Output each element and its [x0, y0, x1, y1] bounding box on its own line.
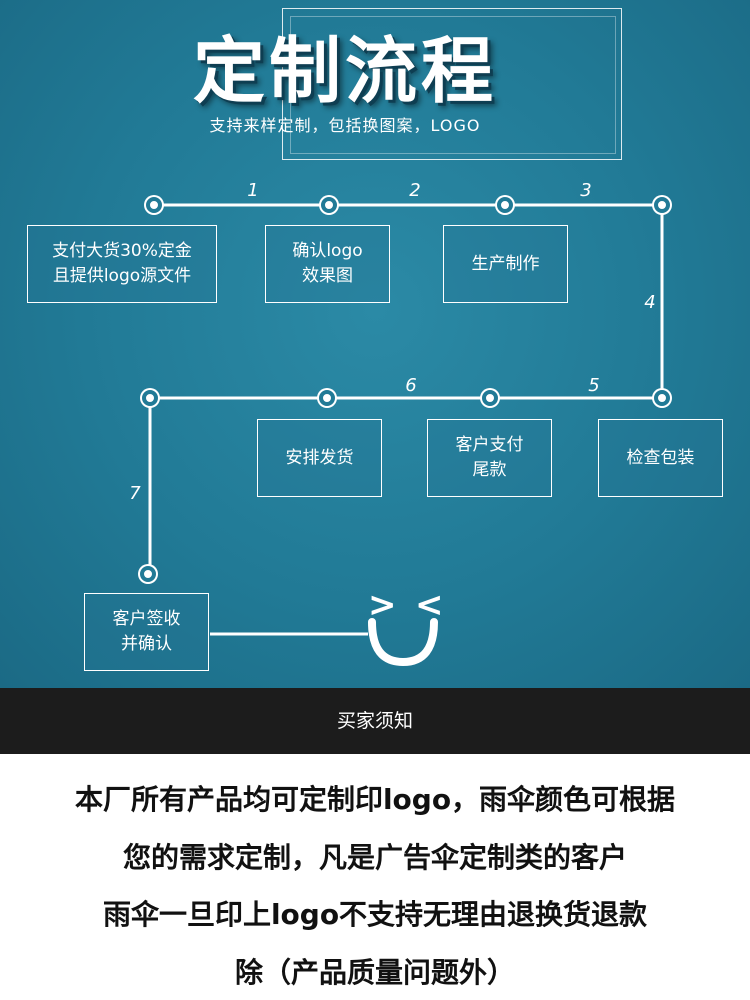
step-number-7: 7	[129, 483, 141, 504]
smiley-mouth	[368, 618, 438, 667]
step-node-5	[654, 390, 670, 406]
page-title: 定制流程	[192, 29, 497, 113]
step-box-receipt-confirm-line1: 客户签收	[112, 609, 181, 629]
notice-line-3: 雨伞一旦印上logo不支持无理由退换货退款	[102, 898, 648, 931]
title-frame-inner	[290, 16, 616, 154]
step-box-final-payment-line2: 尾款	[472, 460, 507, 480]
step-box-deposit-line1: 支付大货30%定金	[52, 241, 192, 261]
step-box-deposit-line2: 且提供logo源文件	[52, 266, 192, 286]
notice-line-1: 本厂所有产品均可定制印logo，雨伞颜色可根据	[74, 783, 676, 816]
step-box-receipt-confirm: 客户签收 并确认	[84, 593, 209, 671]
step-box-confirm-logo: 确认logo 效果图	[265, 225, 390, 303]
step-box-receipt-confirm-line2: 并确认	[121, 634, 172, 654]
step-node-1	[146, 197, 162, 213]
buyer-notice-title: 买家须知	[0, 688, 750, 754]
step-node-9	[140, 566, 156, 582]
step-box-confirm-logo-line1: 确认logo	[292, 241, 363, 261]
step-number-1: 1	[247, 180, 259, 201]
step-number-2: 2	[409, 180, 421, 201]
step-box-shipping: 安排发货	[257, 419, 382, 497]
step-box-production-label: 生产制作	[471, 253, 540, 274]
step-box-production: 生产制作	[443, 225, 568, 303]
step-box-final-payment: 客户支付 尾款	[427, 419, 552, 497]
step-number-5: 5	[588, 375, 600, 396]
step-box-shipping-label: 安排发货	[285, 447, 354, 468]
page-subtitle: 支持来样定制，包括换图案，LOGO	[209, 116, 481, 135]
process-section: 定制流程 支持来样定制，包括换图案，LOGO 1 2 3 4 5 6 7 支付大…	[0, 0, 750, 688]
step-node-8	[142, 390, 158, 406]
step-node-4	[654, 197, 670, 213]
step-node-7	[319, 390, 335, 406]
title-frame-outer	[282, 8, 622, 160]
step-number-6: 6	[405, 375, 417, 396]
smiley-right-eye-icon: <	[415, 585, 444, 625]
step-box-deposit: 支付大货30%定金 且提供logo源文件	[27, 225, 217, 303]
step-box-final-payment-line1: 客户支付	[455, 435, 524, 455]
step-node-6	[482, 390, 498, 406]
step-number-4: 4	[644, 292, 656, 313]
step-node-2	[321, 197, 337, 213]
process-connector-lines	[0, 0, 750, 688]
notice-line-2: 您的需求定制，凡是广告伞定制类的客户	[122, 841, 627, 874]
step-box-inspect-pack-label: 检查包装	[626, 447, 695, 468]
notice-line-4: 除（产品质量问题外）	[234, 956, 515, 989]
step-number-3: 3	[580, 180, 592, 201]
smiley-left-eye-icon: >	[368, 585, 397, 625]
step-node-3	[497, 197, 513, 213]
step-box-confirm-logo-line2: 效果图	[301, 266, 353, 286]
step-box-inspect-pack: 检查包装	[598, 419, 723, 497]
